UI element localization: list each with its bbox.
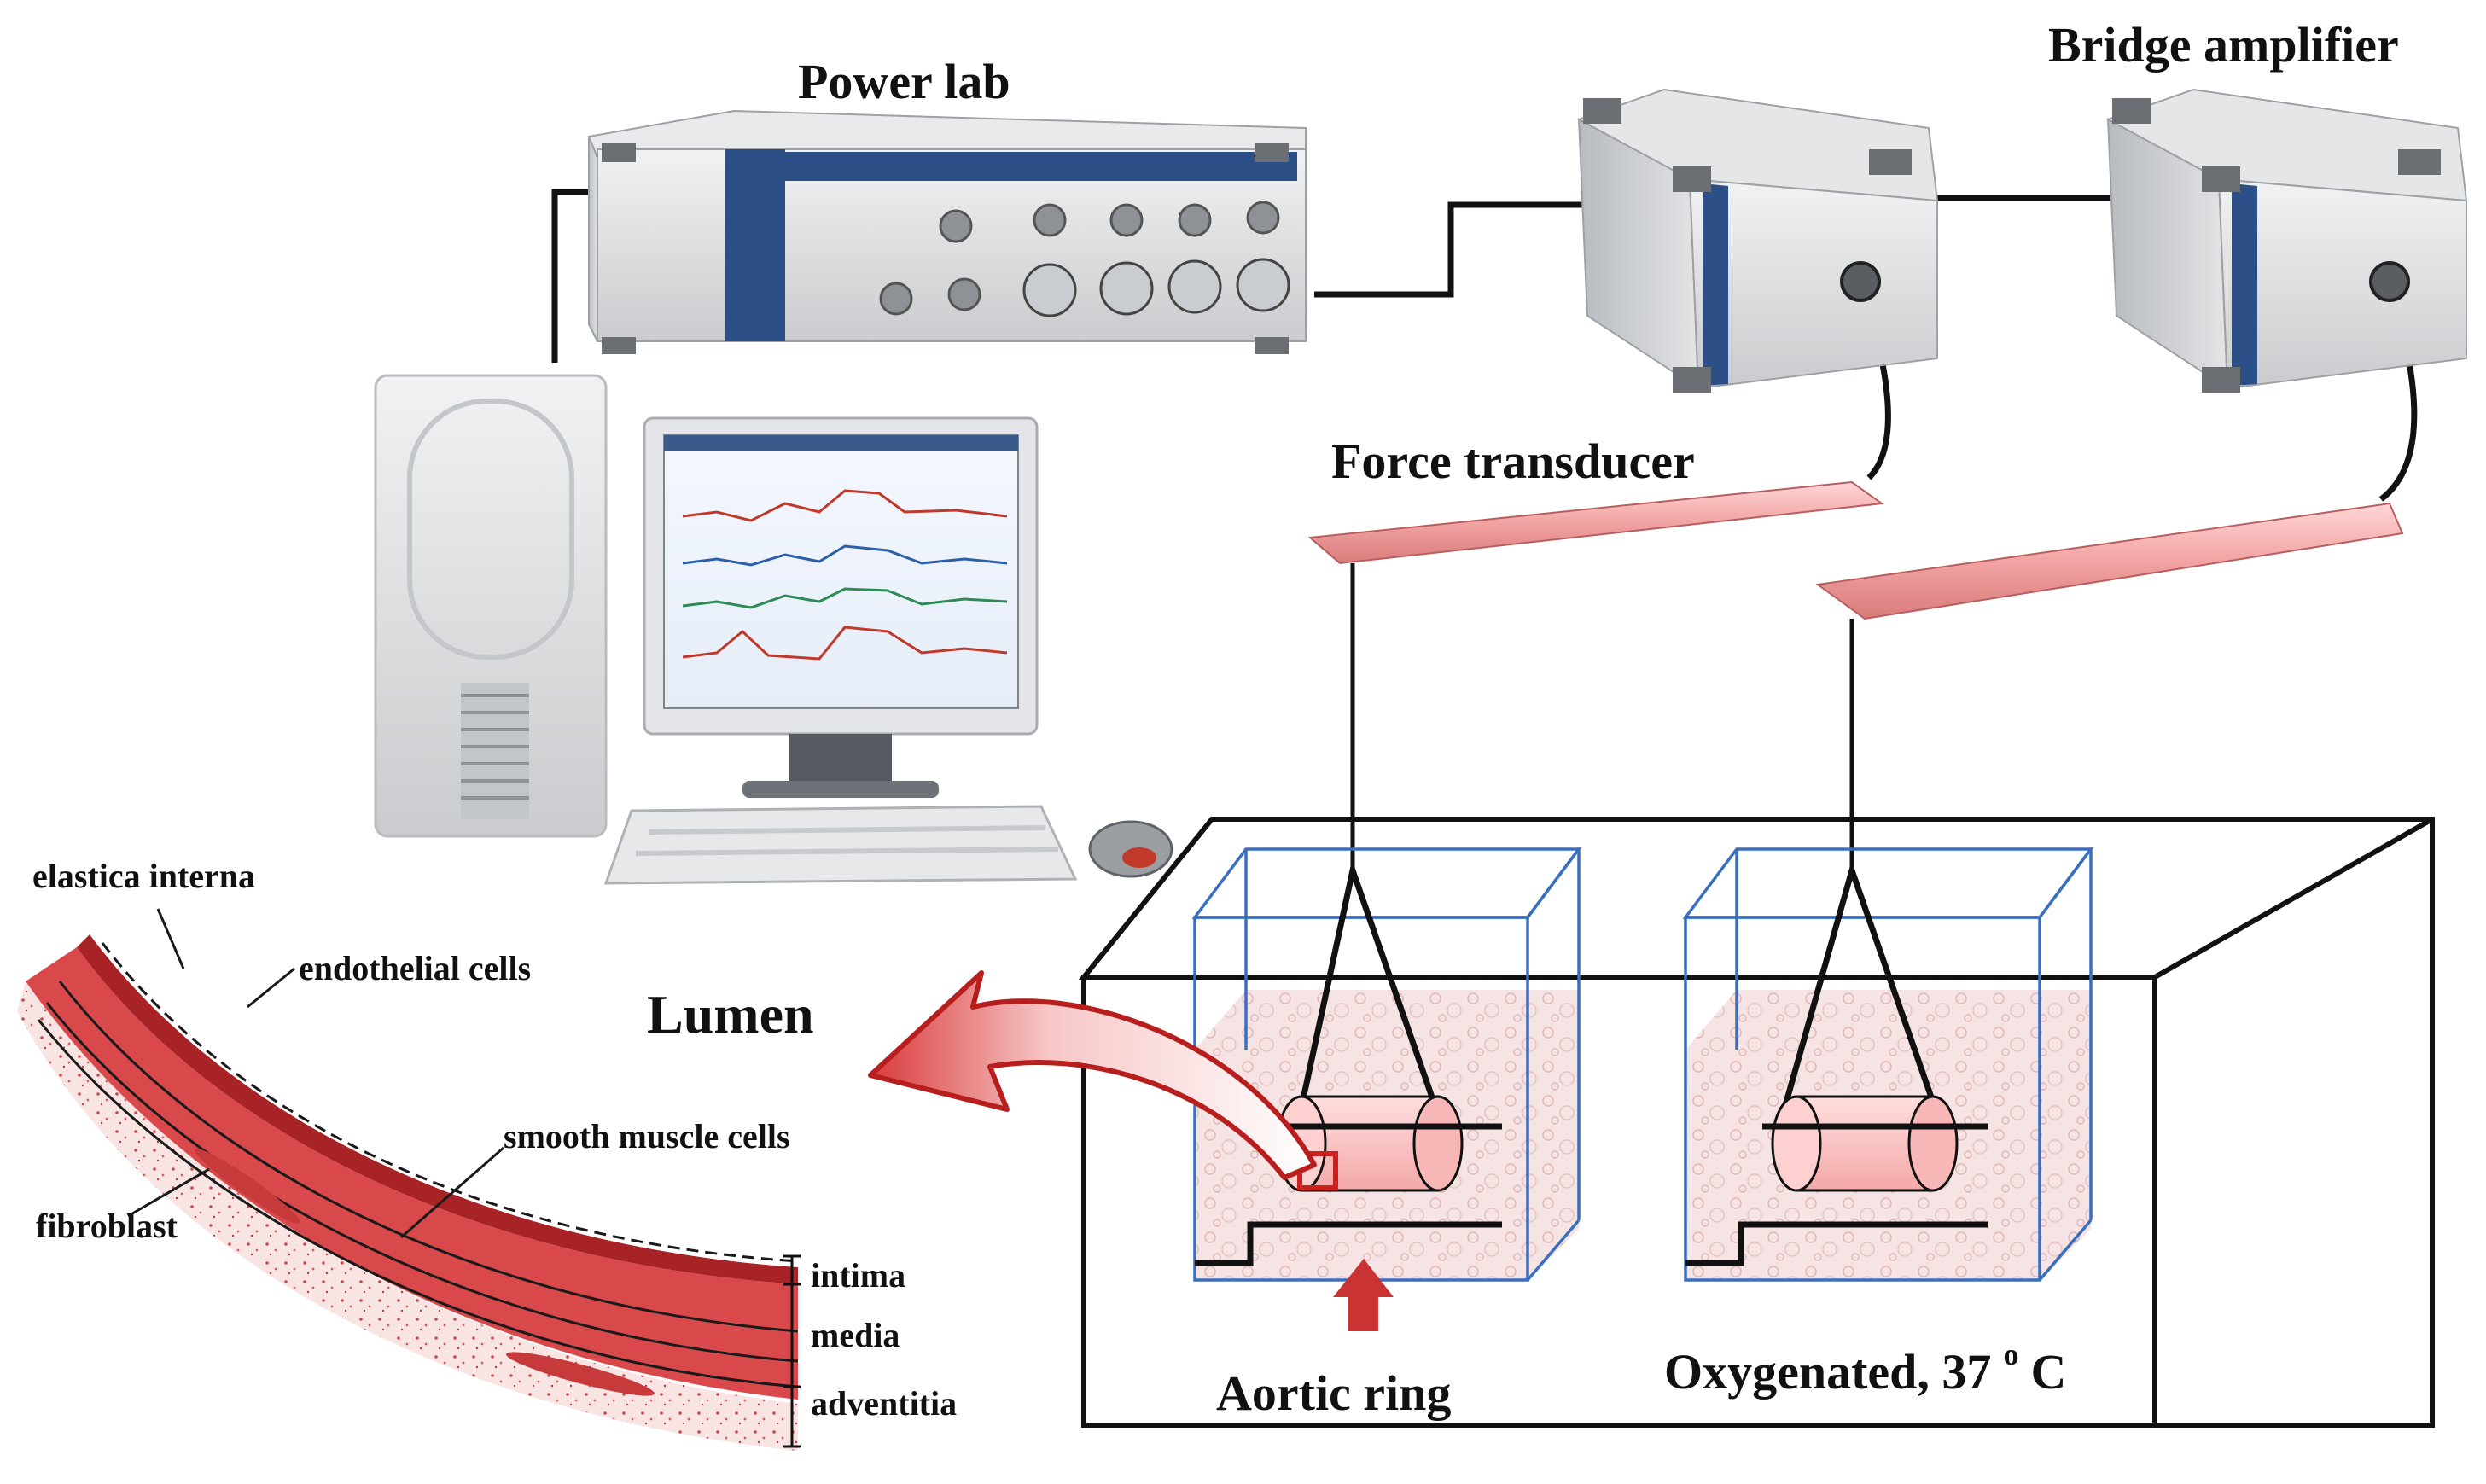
leader-fibroblast [127,1167,210,1218]
leader-smooth-muscle [400,1146,504,1239]
label-elastica-interna: elastica interna [32,857,255,895]
bath-chamber-1 [1191,847,1582,1282]
cable-powerlab-to-amplifier [1314,201,1596,298]
label-force-transducer: Force transducer [1331,434,1695,489]
powerlab-device [587,109,1307,354]
label-lumen: Lumen [647,984,814,1045]
label-fibroblast: fibroblast [36,1207,178,1245]
label-media: media [811,1316,900,1354]
leader-elastica [156,908,185,969]
label-adventitia: adventitia [811,1384,957,1423]
zoom-arrow-icon [868,970,1317,1180]
label-endothelial-cells: endothelial cells [299,949,531,987]
fibroblast-cell-1 [195,1149,300,1224]
organ-bath-enclosure [1078,817,2435,1428]
screen-trace-4 [682,626,1008,661]
tower-vent-grille [461,683,529,819]
leader-endothelial [247,967,295,1009]
cable-computer-to-powerlab [551,189,597,363]
mouse [1088,820,1173,878]
layer-bracket [783,1254,801,1448]
screen-trace-3 [682,587,1008,609]
keyboard [603,805,1078,885]
bath-chamber-2 [1682,847,2094,1282]
lower-rod-1 [1195,1221,1502,1266]
label-smooth-muscle-cells: smooth muscle cells [504,1117,790,1155]
label-power-lab: Power lab [798,54,1010,109]
bridge-amplifier-2 [2105,88,2468,393]
screen-trace-2 [682,544,1008,567]
aortic-ring-1 [1276,1095,1464,1192]
bridge-amplifier-1 [1576,88,1939,393]
lower-rod-2 [1685,1221,1988,1266]
vessel-wall-section [17,934,799,1451]
up-arrow-icon [1333,1259,1394,1331]
media-layer [26,947,798,1400]
label-bridge-amplifier: Bridge amplifier [2048,17,2399,73]
hook-triangle-1 [1294,859,1446,1128]
adventitia-layer [17,981,798,1451]
label-intima: intima [811,1256,905,1295]
label-aortic-ring: Aortic ring [1216,1365,1451,1421]
computer-monitor [643,416,1039,798]
computer-tower [374,374,608,838]
force-transducer-2 [1815,502,2404,620]
hook-triangle-2 [1776,860,1945,1128]
aortic-ring-2 [1771,1095,1959,1192]
fibroblast-cell-2 [506,1352,655,1396]
force-transducer-1 [1307,480,1884,565]
screen-trace-1 [682,489,1008,522]
